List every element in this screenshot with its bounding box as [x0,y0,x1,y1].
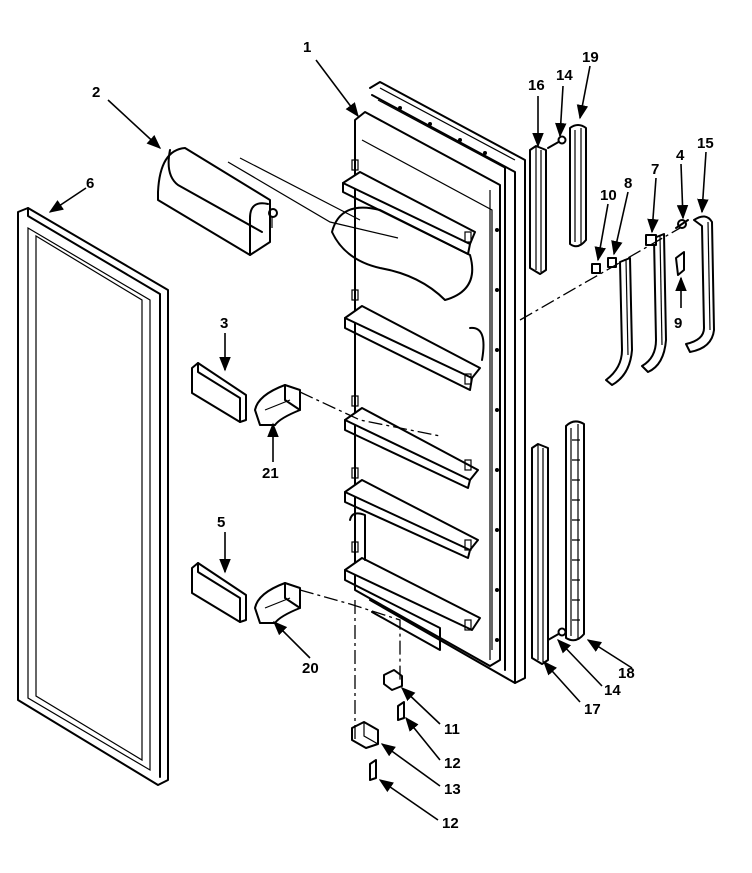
callout-16: 16 [528,77,545,94]
trim-16 [529,145,547,275]
shelf-end-cap-20 [254,582,301,624]
screw-14-top [547,135,567,149]
callout-14-top: 14 [556,67,573,84]
spacer-4 [675,219,689,229]
handle-bracket-8 [605,257,633,386]
callout-11: 11 [444,721,460,738]
screw-9 [675,251,685,276]
frame-rivets [398,106,499,642]
callout-labels: 1 2 6 3 21 5 20 16 14 19 10 8 7 4 15 9 1… [86,39,714,832]
callout-20: 20 [302,660,319,677]
callout-4: 4 [676,147,685,164]
handle-bracket-7 [641,233,667,373]
callout-14-bottom: 14 [604,682,621,699]
callout-17: 17 [584,701,601,718]
shelf-rail-5 [191,562,247,623]
handle-15 [685,215,715,353]
nut-10 [591,263,601,274]
screw-14-bottom [547,627,567,641]
callout-18: 18 [618,665,635,682]
screw-12-b [369,759,377,781]
handle-trim-19 [569,124,587,248]
shelf-rail-3 [191,362,247,423]
dairy-cover [157,147,278,256]
callout-10: 10 [600,187,617,204]
screw-12-a [397,701,405,721]
trim-17 [531,443,549,665]
shelf-clips [351,159,472,631]
callout-7: 7 [651,161,659,178]
callout-6: 6 [86,175,94,192]
callout-3: 3 [220,315,228,332]
callout-19: 19 [582,49,599,66]
callout-8: 8 [624,175,632,192]
door-gasket [17,207,169,786]
door-panel [331,81,526,684]
hinge-13 [351,721,379,749]
callout-21: 21 [262,465,279,482]
shelf-end-cap-21 [254,384,301,426]
callout-15: 15 [697,135,714,152]
callout-2: 2 [92,84,100,101]
handle-trim-18 [565,420,585,642]
callout-12-b: 12 [442,815,459,832]
assembly-lines [227,157,681,740]
callout-13: 13 [444,781,461,798]
callout-1: 1 [303,39,311,56]
hinge-pin-11 [383,669,403,691]
callout-9: 9 [674,315,682,332]
callout-12-a: 12 [444,755,461,772]
callout-5: 5 [217,514,225,531]
leader-arrows [48,59,709,821]
